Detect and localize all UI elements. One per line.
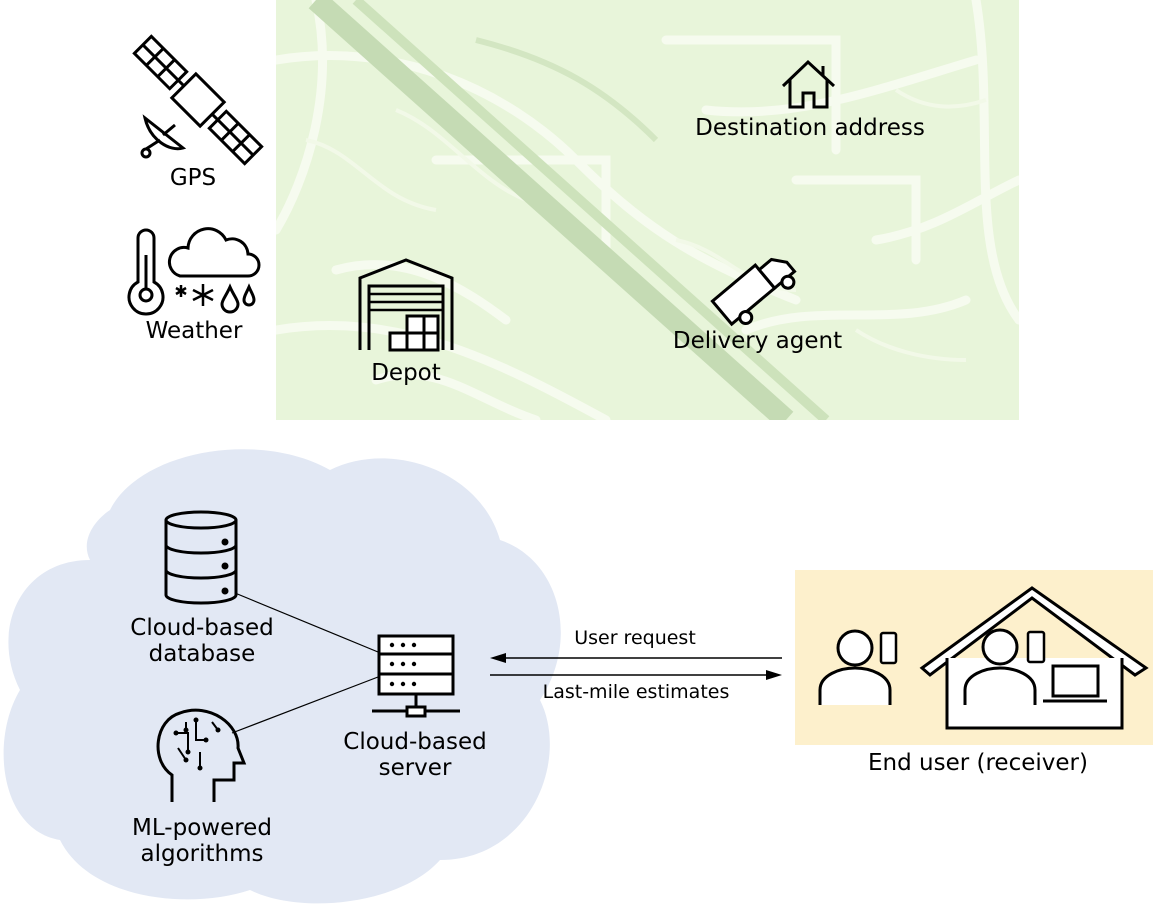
warehouse-icon <box>358 258 454 352</box>
response-arrow <box>490 670 782 680</box>
cloud-shape <box>3 449 561 904</box>
weather-cloud-icon <box>167 227 261 314</box>
request-arrow <box>490 653 782 663</box>
delivery-agent-label: Delivery agent <box>672 328 843 354</box>
connector-lines <box>231 592 379 734</box>
satellite-icon <box>132 34 264 166</box>
end-user-label: End user (receiver) <box>868 750 1088 776</box>
database-label-line1: Cloud-based <box>130 615 274 641</box>
server-label-line2: server <box>378 755 452 782</box>
gps-label: GPS <box>169 165 217 191</box>
ml-label-line2: algorithms <box>140 841 264 868</box>
ml-label-line1: ML-powered <box>132 815 272 841</box>
map-roads <box>276 0 1019 420</box>
laptop-icon <box>1043 664 1107 703</box>
head-circuit-icon <box>156 708 247 802</box>
weather-label: Weather <box>145 318 243 344</box>
ml-label: ML-powered algorithms <box>112 815 292 868</box>
truck-icon <box>710 257 797 327</box>
request-label: User request <box>574 627 696 649</box>
response-label: Last-mile estimates <box>542 681 730 703</box>
depot-label: Depot <box>371 360 441 386</box>
server-label: Cloud-based server <box>325 729 505 782</box>
database-label: Cloud-based database <box>112 615 292 668</box>
database-label-line2: database <box>148 641 256 668</box>
thermometer-icon <box>127 228 165 316</box>
server-icon <box>372 634 460 718</box>
database-icon <box>164 510 238 605</box>
server-label-line1: Cloud-based <box>343 729 487 755</box>
person-icon <box>818 629 892 705</box>
house-icon <box>781 59 836 109</box>
phone-icon <box>879 631 898 665</box>
phone-icon <box>1026 630 1046 664</box>
person-icon <box>963 628 1037 705</box>
destination-label: Destination address <box>695 115 925 141</box>
